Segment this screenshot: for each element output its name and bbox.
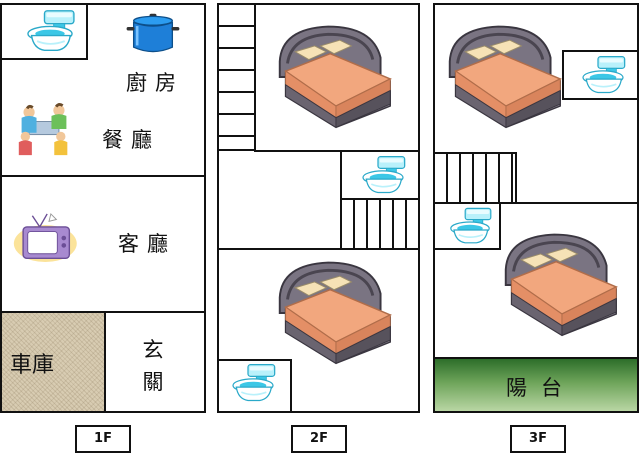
bed-icon (498, 230, 624, 338)
wall-3f-bath-bottom (562, 98, 639, 100)
stairs-icon (433, 152, 517, 204)
floor-tag-1f: 1F (75, 425, 131, 453)
room-dining-label: 餐廳 (102, 128, 160, 152)
television-icon (12, 210, 86, 266)
toilet-icon (228, 362, 278, 404)
wall-3f-bath-right (499, 202, 501, 250)
wall-2f-bath-right (290, 359, 292, 413)
wall-1f-living-garage (0, 311, 206, 313)
bed-icon (272, 258, 398, 366)
balcony-area (435, 359, 637, 411)
room-balcony-label: 陽台 (506, 376, 576, 400)
floor-tag-2f: 2F (291, 425, 347, 453)
room-entrance-label: 玄關 (142, 338, 164, 394)
toilet-icon (578, 54, 628, 96)
wall-3f-hall-bottom (433, 202, 639, 204)
wall-3f-bath2-bottom (433, 248, 501, 250)
wall-1f-bath-bottom (0, 58, 88, 60)
toilet-icon (22, 8, 78, 54)
toilet-icon (446, 206, 494, 246)
wall-3f-bath-left (562, 50, 564, 100)
wall-3f-balcony-top (433, 357, 639, 359)
bed-icon (442, 22, 568, 130)
stairs-icon (340, 198, 420, 250)
wall-1f-garage-entrance (104, 311, 106, 413)
room-garage-label: 車庫 (10, 353, 55, 378)
wall-2f-hall-top (254, 150, 420, 152)
room-kitchen-label: 廚房 (126, 71, 184, 95)
cooking-pot-icon (124, 12, 182, 56)
wall-2f-bath-top (217, 359, 292, 361)
garage-area (2, 313, 104, 411)
wall-2f-hall-bottom (217, 248, 420, 250)
room-living-label: 客廳 (118, 232, 176, 256)
toilet-icon (358, 154, 408, 196)
bed-icon (272, 22, 398, 130)
wall-3f-bath-top (562, 50, 639, 52)
wall-1f-bath-right (86, 3, 88, 60)
floor-tag-3f: 3F (510, 425, 566, 453)
dining-family-icon (16, 98, 72, 160)
wall-1f-dining-living (0, 175, 206, 177)
stairs-icon (217, 3, 256, 151)
